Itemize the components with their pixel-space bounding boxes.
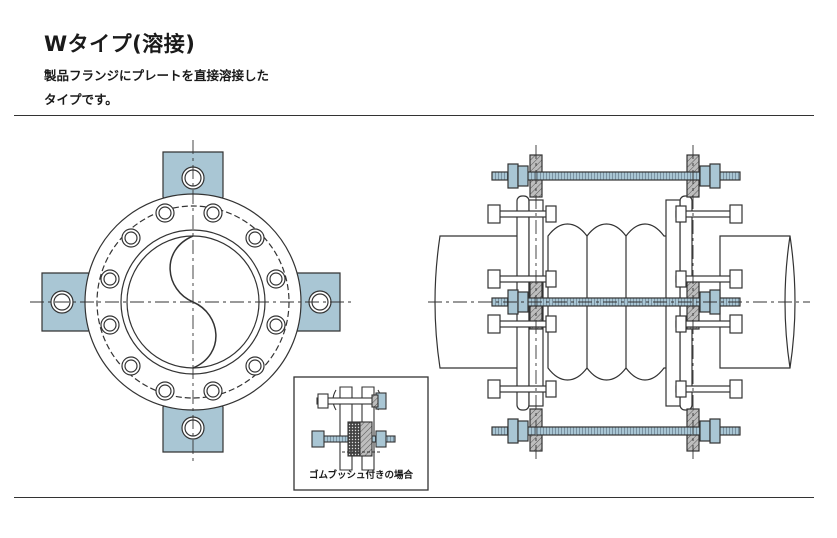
side-view-assembly [428, 145, 810, 462]
description-line-2: タイプです。 [44, 92, 118, 107]
top-divider [14, 115, 814, 116]
rubber-bush-inset [293, 376, 429, 491]
bottom-divider [14, 497, 814, 498]
description: 製品フランジにプレートを直接溶接した タイプです。 [44, 64, 364, 112]
inset-caption: ゴムブッシュ付きの場合 [309, 470, 413, 481]
page-title: Wタイプ(溶接) [44, 32, 196, 56]
flange-bolt-holes [100, 203, 286, 401]
description-line-1: 製品フランジにプレートを直接溶接した [44, 68, 270, 83]
flange-front-view [30, 140, 355, 465]
